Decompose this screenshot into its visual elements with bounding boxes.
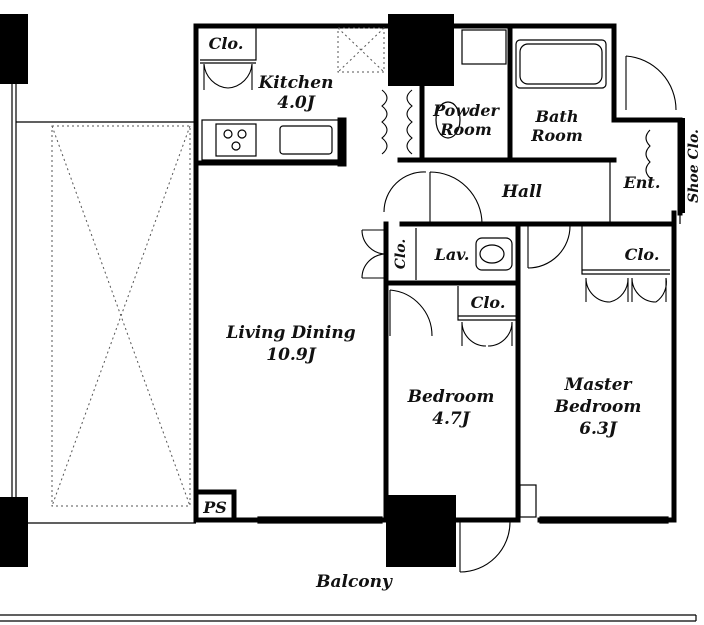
bath-room-label-2: Room	[530, 126, 583, 145]
shoe-closet-label: Shoe Clo.	[686, 129, 702, 203]
terrace-area	[0, 14, 196, 567]
kitchen-closet-label: Clo.	[209, 34, 244, 53]
kitchen-size-label: 4.0J	[277, 93, 316, 113]
bedroom-label: Bedroom	[407, 387, 495, 407]
powder-room-label-1: Powder	[432, 101, 500, 120]
balcony-railing	[0, 614, 697, 622]
lav-closet-label: Clo.	[393, 239, 409, 269]
bedroom-size-label: 4.7J	[432, 409, 471, 429]
entrance-label: Ent.	[623, 173, 661, 192]
lavatory-label: Lav.	[434, 245, 470, 264]
master-closet-label: Clo.	[625, 245, 660, 264]
kitchen-name-label: Kitchen	[258, 73, 334, 93]
hall-label: Hall	[501, 182, 543, 202]
living-dining-label: Living Dining	[225, 323, 355, 343]
pipe-space-label: PS	[202, 498, 227, 517]
interior-walls	[193, 23, 681, 524]
balcony-label: Balcony	[315, 572, 393, 592]
bedroom-closet-label: Clo.	[471, 293, 506, 312]
doors	[203, 55, 677, 573]
exterior-walls	[193, 14, 685, 567]
room-labels: Clo. Kitchen 4.0J Powder Room Bath Room …	[202, 34, 702, 592]
bath-room-label-1: Bath	[535, 107, 579, 126]
master-bedroom-label-1: Master	[563, 375, 632, 395]
master-bedroom-label-2: Bedroom	[554, 397, 642, 417]
master-bedroom-size-label: 6.3J	[579, 419, 618, 439]
living-dining-size-label: 10.9J	[266, 345, 316, 365]
powder-room-label-2: Room	[439, 120, 492, 139]
